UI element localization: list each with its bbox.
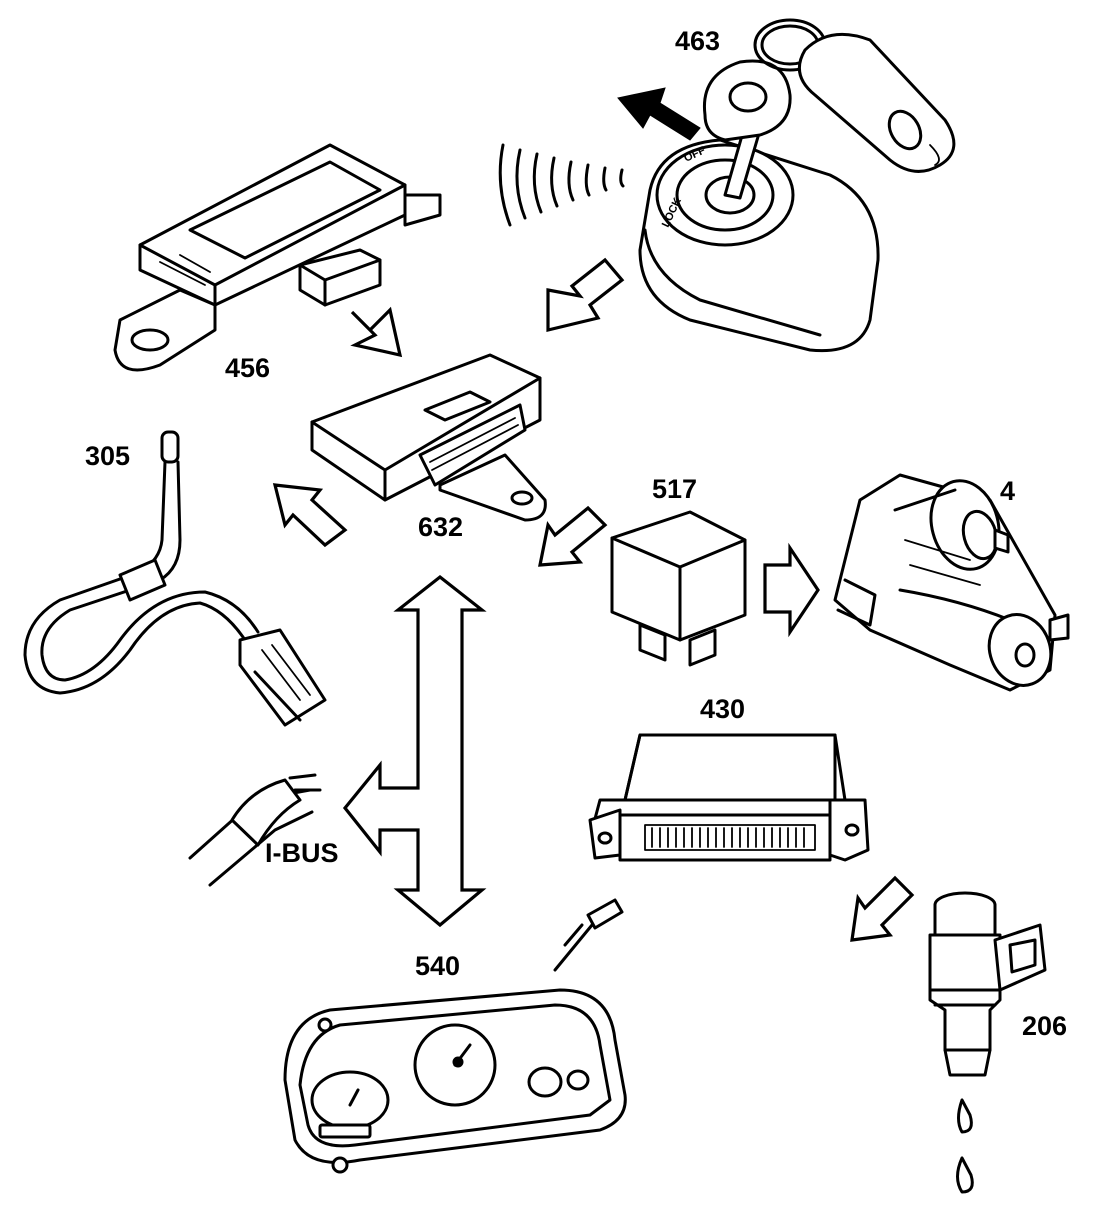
- engine-ecu-430: [588, 733, 870, 862]
- label-517: 517: [652, 474, 697, 504]
- label-463: 463: [675, 26, 720, 56]
- fuel-injector-206: [928, 891, 1047, 1194]
- immobiliser-ecu-632: [310, 353, 547, 522]
- arrow-430-to-206: [850, 875, 915, 942]
- starter-motor-4: [833, 473, 1070, 692]
- arrow-ignition-to-632: [546, 257, 625, 333]
- security-module-456: [113, 143, 442, 372]
- ibus-cable: [188, 773, 322, 887]
- label-456: 456: [225, 353, 270, 383]
- bus-double-arrow: [342, 574, 487, 928]
- relay-517: [610, 510, 747, 667]
- arrow-456-to-632: [350, 306, 403, 358]
- label-ibus: I-BUS: [265, 838, 339, 868]
- label-4: 4: [1000, 476, 1015, 506]
- ignition-key-assembly: LOCK OFF: [498, 18, 956, 353]
- label-430: 430: [700, 694, 745, 724]
- arrow-517-to-4: [763, 542, 820, 638]
- label-305: 305: [85, 441, 130, 471]
- instrument-cluster-540: [283, 988, 627, 1174]
- label-632: 632: [418, 512, 463, 542]
- arrow-632-to-517: [538, 505, 608, 567]
- label-206: 206: [1022, 1011, 1067, 1041]
- arrow-632-to-305: [272, 483, 348, 548]
- diagnostic-probe: [553, 898, 624, 972]
- sensor-305: [23, 430, 327, 727]
- label-540: 540: [415, 951, 460, 981]
